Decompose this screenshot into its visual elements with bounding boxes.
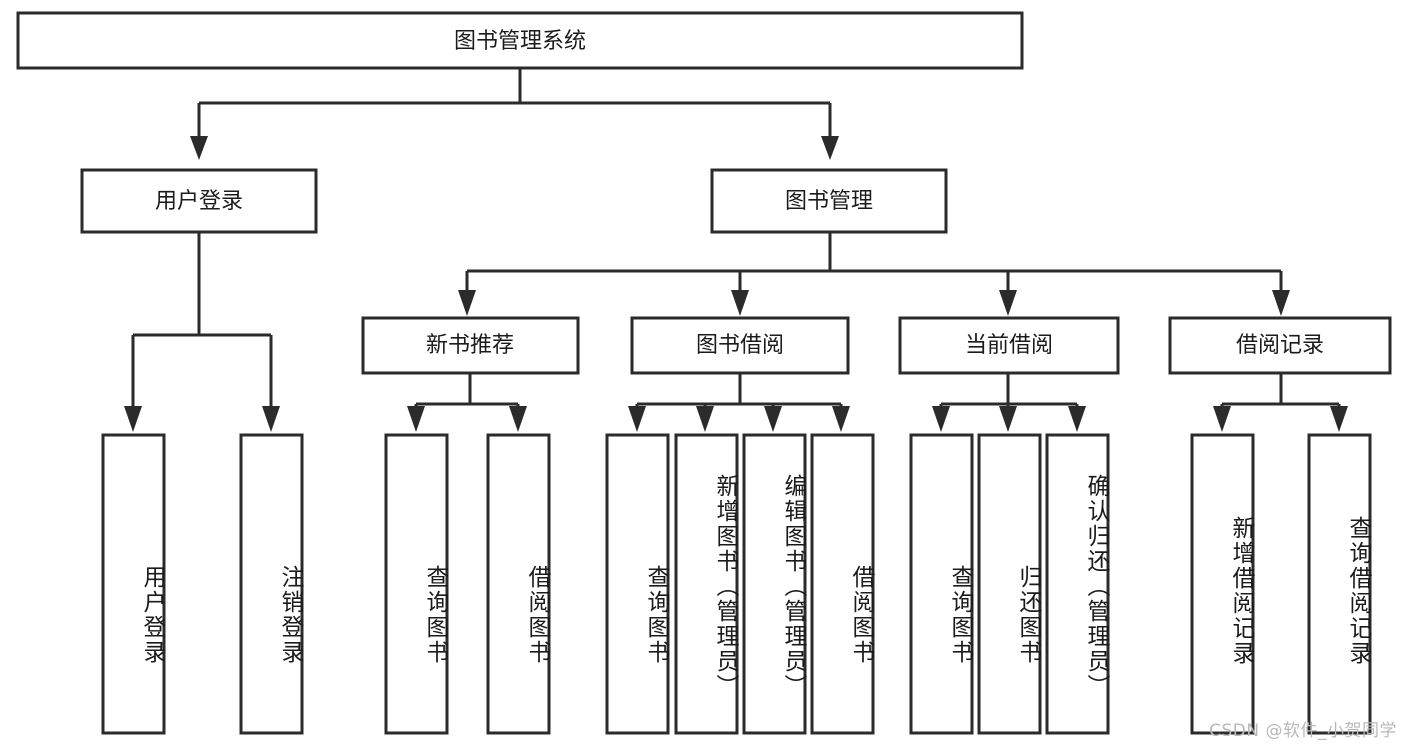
connector-currentborrow-to-leaves: [932, 373, 1086, 432]
leaf-box-logout[interactable]: [239, 433, 304, 735]
arrow-icon: [1068, 406, 1086, 432]
leaf-box-edit-book-admin[interactable]: [742, 433, 807, 735]
node-current-borrow[interactable]: 当前借阅: [898, 316, 1120, 375]
arrow-icon: [1213, 406, 1231, 432]
node-borrow-record[interactable]: 借阅记录: [1168, 316, 1392, 375]
connector-bookborrow-to-leaves: [628, 373, 850, 432]
node-new-book-recommend[interactable]: 新书推荐: [361, 316, 580, 375]
node-borrow-record-label: 借阅记录: [1236, 333, 1324, 358]
arrow-icon: [731, 290, 749, 316]
node-book-borrow[interactable]: 图书借阅: [630, 316, 850, 375]
arrow-icon: [190, 136, 208, 160]
node-user-login[interactable]: 用户登录: [80, 168, 318, 234]
arrow-icon: [509, 406, 527, 432]
arrow-icon: [832, 406, 850, 432]
node-current-borrow-box[interactable]: [898, 316, 1120, 375]
node-root[interactable]: 图书管理系统: [16, 11, 1024, 70]
node-new-book-recommend-label: 新书推荐: [426, 333, 514, 358]
watermark: CSDN @软件_小贺同学: [1209, 721, 1397, 741]
arrow-icon: [821, 136, 839, 160]
arrow-icon: [262, 406, 280, 432]
connector-newbook-to-leaves: [407, 373, 527, 432]
arrow-icon: [764, 406, 782, 432]
node-book-borrow-box[interactable]: [630, 316, 850, 375]
leaf-box-confirm-return-admin[interactable]: [1045, 433, 1110, 735]
leaf-box-add-book-admin[interactable]: [674, 433, 739, 735]
node-root-box[interactable]: [16, 11, 1024, 70]
node-book-management-box[interactable]: [710, 168, 948, 234]
arrow-icon: [407, 406, 425, 432]
leaf-box-query-books-cb[interactable]: [909, 433, 974, 735]
arrow-icon: [628, 406, 646, 432]
arrow-icon: [1330, 406, 1348, 432]
arrow-icon: [1272, 290, 1290, 316]
leaf-box-query-borrow-record[interactable]: [1307, 433, 1372, 735]
connector-root-to-level1: [190, 68, 839, 160]
arrow-icon: [999, 406, 1017, 432]
leaf-box-borrow-books-nbr[interactable]: [486, 433, 551, 735]
leaf-box-return-books[interactable]: [977, 433, 1042, 735]
node-borrow-record-box[interactable]: [1168, 316, 1392, 375]
connector-userlogin-to-leaves: [124, 232, 280, 432]
leaf-box-borrow-books-bb[interactable]: [810, 433, 875, 735]
connector-bookmgmt-to-level2: [458, 232, 1290, 316]
node-user-login-box[interactable]: [80, 168, 318, 234]
arrow-icon: [932, 406, 950, 432]
node-new-book-recommend-box[interactable]: [361, 316, 580, 375]
leaf-box-user-login[interactable]: [101, 433, 166, 735]
node-root-label: 图书管理系统: [454, 29, 586, 54]
leaf-box-query-books-bb[interactable]: [605, 433, 670, 735]
arrow-icon: [696, 406, 714, 432]
node-current-borrow-label: 当前借阅: [965, 333, 1053, 358]
arrow-icon: [124, 406, 142, 432]
node-book-borrow-label: 图书借阅: [696, 333, 784, 358]
leaf-box-add-borrow-record[interactable]: [1190, 433, 1255, 735]
node-user-login-label: 用户登录: [155, 189, 243, 214]
connector-borrowrecord-to-leaves: [1213, 373, 1348, 432]
arrow-icon: [458, 290, 476, 316]
node-book-management[interactable]: 图书管理: [710, 168, 948, 234]
arrow-icon: [999, 290, 1017, 316]
leaf-box-query-books-nbr[interactable]: [384, 433, 449, 735]
node-book-management-label: 图书管理: [785, 189, 873, 214]
